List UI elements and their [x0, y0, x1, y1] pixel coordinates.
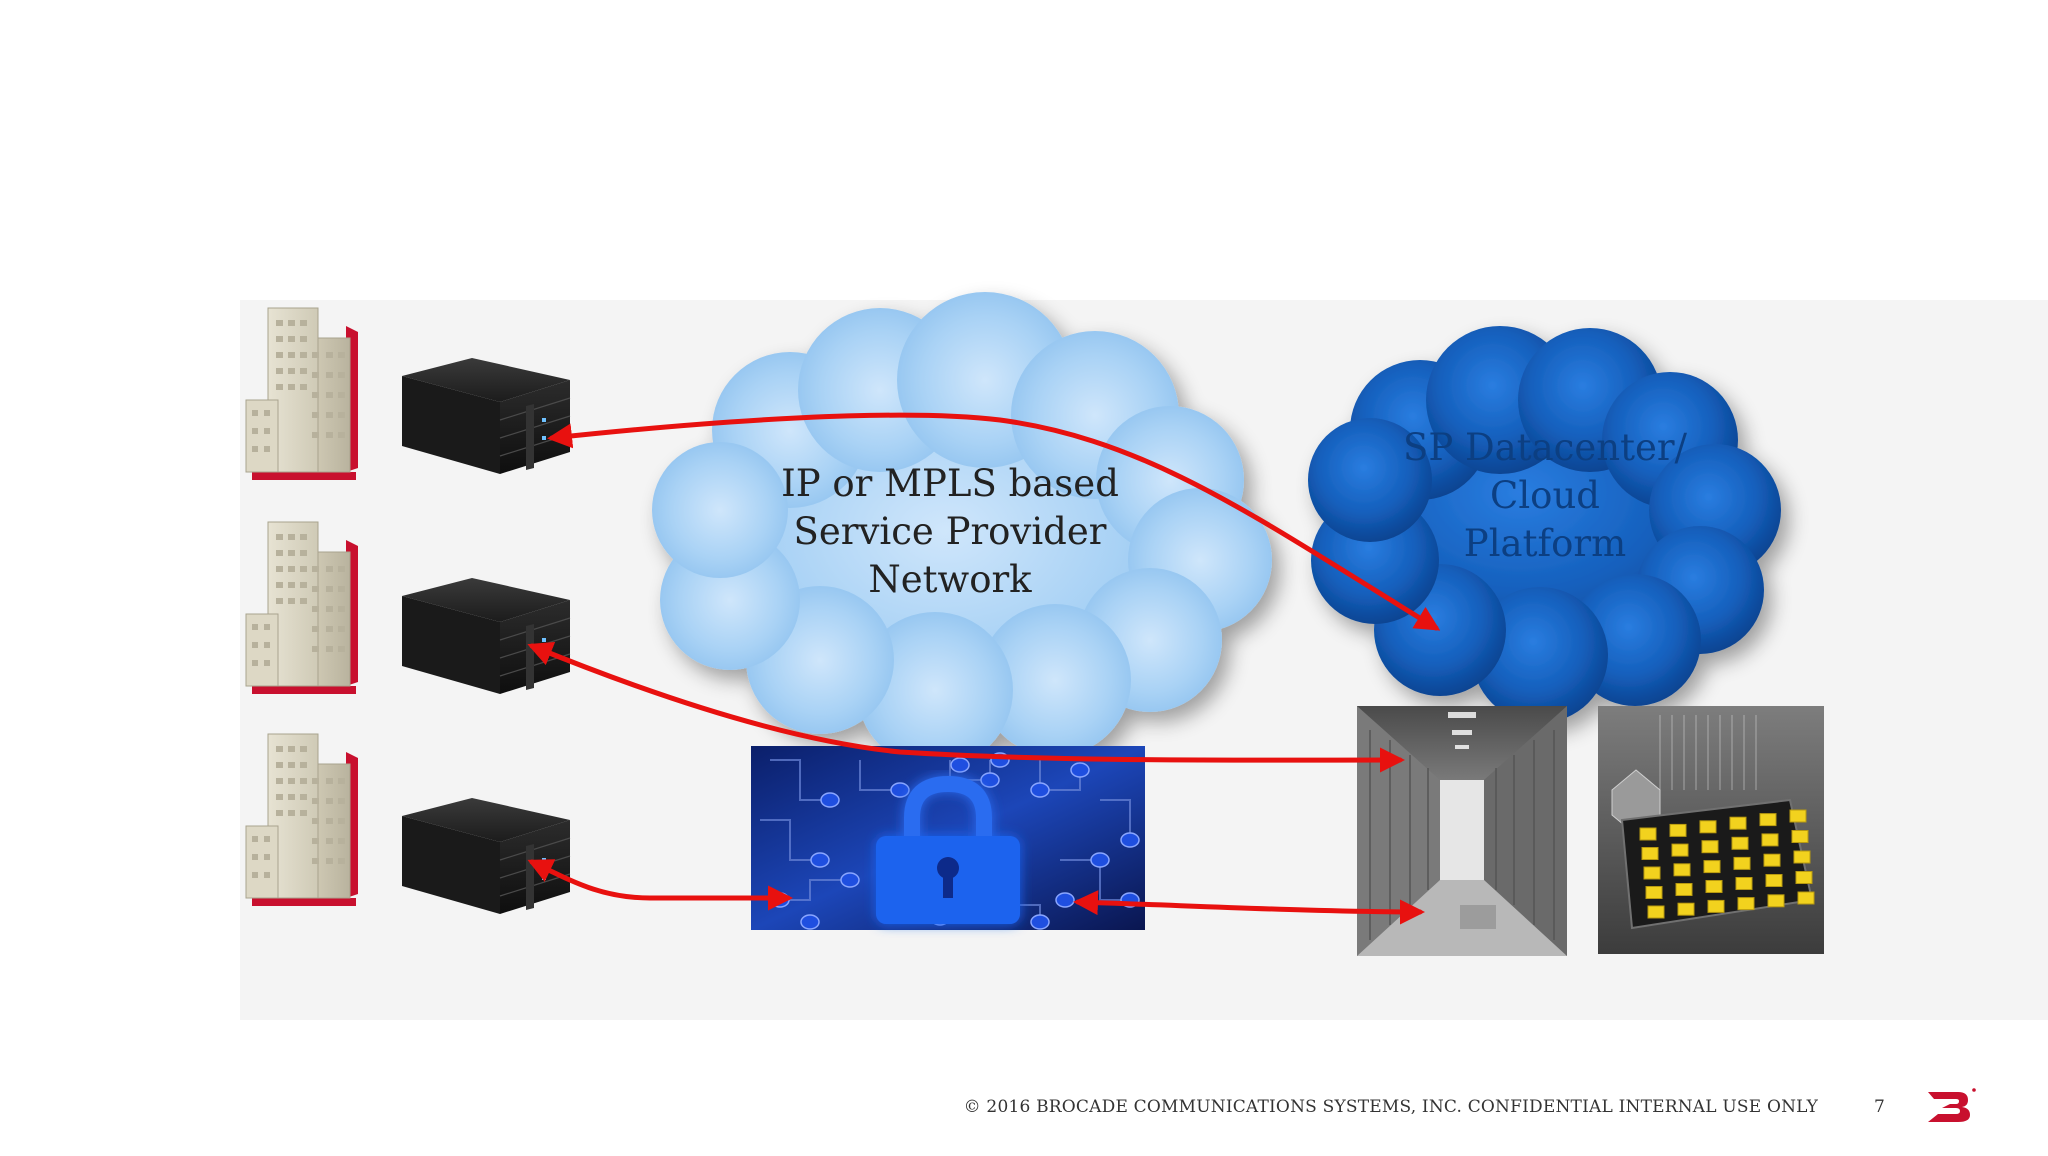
chip-cell: [1761, 833, 1779, 847]
connection-arrows: [527, 412, 1441, 925]
chip-cell-grid: [1639, 809, 1815, 919]
chip-cell: [1669, 823, 1687, 837]
chip-cell: [1731, 836, 1749, 850]
chip-cell: [1701, 840, 1719, 854]
chip-cell: [1791, 830, 1809, 843]
arrow-site3-to-security: [527, 859, 793, 911]
chip-cell: [1763, 853, 1781, 867]
chip-cell: [1643, 866, 1661, 880]
chip-cell: [1677, 902, 1695, 916]
chip-cell: [1737, 897, 1755, 911]
processor-chip-icon: [1598, 706, 1824, 954]
ip-cloud-line-2: Service Provider: [793, 510, 1107, 553]
chip-cell: [1729, 816, 1747, 830]
chip-cell: [1733, 856, 1751, 870]
chip-cell: [1703, 860, 1721, 874]
ip-cloud-line-3: Network: [868, 558, 1032, 601]
chip-cell: [1789, 809, 1807, 823]
sp-datacenter-cloud-label: SP Datacenter/ Cloud Platform: [1355, 424, 1735, 568]
chip-cell: [1675, 883, 1693, 896]
chip-cell: [1765, 874, 1783, 887]
ip-cloud-line-1: IP or MPLS based: [781, 462, 1119, 505]
chip-cell: [1759, 813, 1777, 827]
chip-cell: [1793, 850, 1811, 864]
brocade-logo: [1928, 1088, 1976, 1122]
chip-cell: [1705, 880, 1723, 893]
chip-cell: [1797, 891, 1815, 905]
chip-cell: [1671, 843, 1689, 857]
chip-cell: [1735, 877, 1753, 890]
chip-cell: [1699, 820, 1717, 834]
sp-cloud-line-1: SP Datacenter/: [1402, 426, 1688, 469]
chip-cell: [1673, 863, 1691, 877]
chip-cell: [1767, 894, 1785, 908]
chip-cell: [1795, 871, 1813, 884]
office-building-icon: [245, 307, 358, 480]
ip-mpls-cloud-label: IP or MPLS based Service Provider Networ…: [760, 460, 1140, 604]
page-number: 7: [1874, 1097, 1885, 1117]
chip-cell: [1645, 886, 1663, 899]
arrow-security-to-datacenter: [1073, 890, 1425, 925]
sp-cloud-line-2: Cloud: [1490, 474, 1600, 517]
chip-cell: [1641, 847, 1659, 860]
arrow-site1-to-cloud: [547, 412, 1441, 631]
arrow-site2-to-datacenter: [527, 641, 1405, 773]
footer-copyright: © 2016 BROCADE COMMUNICATIONS SYSTEMS, I…: [963, 1097, 1818, 1117]
chip-cell: [1707, 899, 1725, 913]
datacenter-aisle-icon: [1357, 706, 1567, 956]
chip-cell: [1639, 827, 1657, 841]
rack-server-icon: [402, 358, 571, 474]
chip-cell: [1647, 905, 1665, 919]
sp-cloud-line-3: Platform: [1463, 522, 1627, 565]
